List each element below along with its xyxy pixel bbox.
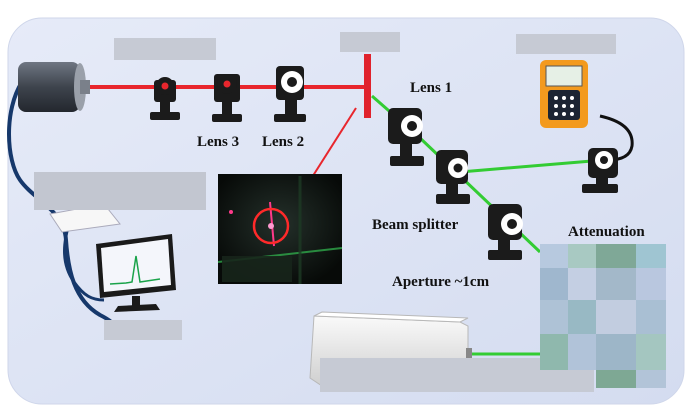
mosaic-redaction bbox=[540, 244, 666, 388]
fiber-cable-monitor bbox=[63, 219, 105, 302]
laser-icon bbox=[18, 62, 90, 112]
highlight-circle bbox=[252, 207, 290, 245]
lens-mount-icon bbox=[582, 148, 618, 193]
mirror-icon bbox=[364, 54, 371, 118]
lens-mount-icon bbox=[436, 150, 470, 204]
lens-mount-icon bbox=[488, 204, 523, 260]
label-beam-splitter: Beam splitter bbox=[372, 217, 459, 233]
redacted-region bbox=[114, 38, 216, 60]
label-lens-1: Lens 1 bbox=[410, 80, 453, 96]
label-lens-2: Lens 2 bbox=[262, 134, 305, 150]
label-lens-3: Lens 3 bbox=[197, 134, 240, 150]
redacted-region bbox=[340, 32, 400, 52]
label-aperture: Aperture ~1cm bbox=[392, 274, 490, 290]
monitor-icon bbox=[96, 234, 176, 312]
lens-mount-icon bbox=[150, 77, 180, 120]
lens-mount-icon bbox=[274, 66, 306, 122]
lens-mount-icon bbox=[388, 108, 424, 166]
lens-mount-icon bbox=[212, 74, 242, 122]
redacted-region bbox=[104, 320, 182, 340]
label-attenuation: Attenuation bbox=[568, 224, 645, 240]
redacted-region bbox=[34, 172, 206, 210]
power-meter-icon bbox=[540, 60, 588, 128]
camera-photo-icon bbox=[217, 174, 343, 284]
green-beam-split bbox=[459, 158, 605, 174]
redacted-region bbox=[516, 34, 616, 54]
